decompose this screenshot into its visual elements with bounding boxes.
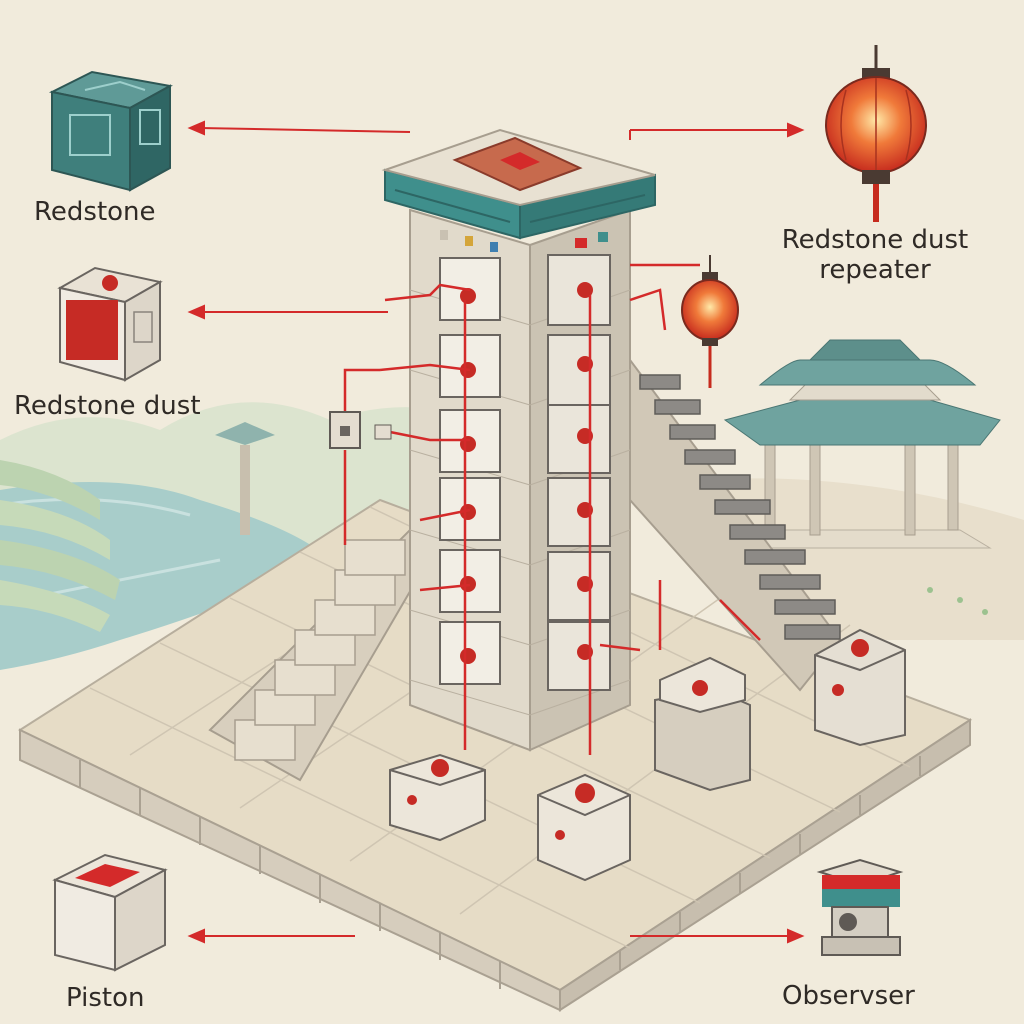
label-redstone: Redstone [34,197,156,227]
label-observer: Observser [782,981,915,1011]
label-redstone-dust-repeater: Redstone dust repeater [760,225,990,286]
rice-terraces [0,460,120,632]
label-repeater-line1: Redstone dust [781,225,969,255]
tower-side-panels [547,254,611,691]
redstone-dust-block-icon [57,266,163,382]
piston-block-icon [52,853,168,972]
lantern-icon [825,45,927,222]
label-redstone-dust: Redstone dust [14,391,201,421]
stone-platform [17,498,973,1012]
platform-crates [654,628,906,792]
tower-cap [381,128,656,240]
redstone-block-icon [48,70,173,192]
label-repeater-line2: repeater [819,254,931,285]
pavilion [723,339,1001,549]
left-stairs [208,518,442,782]
observer-block-icon [816,858,904,956]
pointer-arrows [187,120,805,944]
small-lantern [681,255,739,388]
front-blocks [389,753,631,882]
wall-observer-icon [329,411,392,449]
stone-lantern-post [215,422,275,535]
redstone-wiring [343,263,761,755]
background-landscape [0,402,1024,670]
tower-indicator-lights [440,230,608,252]
redstone-tower [381,128,656,752]
right-staircase [629,357,842,692]
label-piston: Piston [66,983,145,1013]
